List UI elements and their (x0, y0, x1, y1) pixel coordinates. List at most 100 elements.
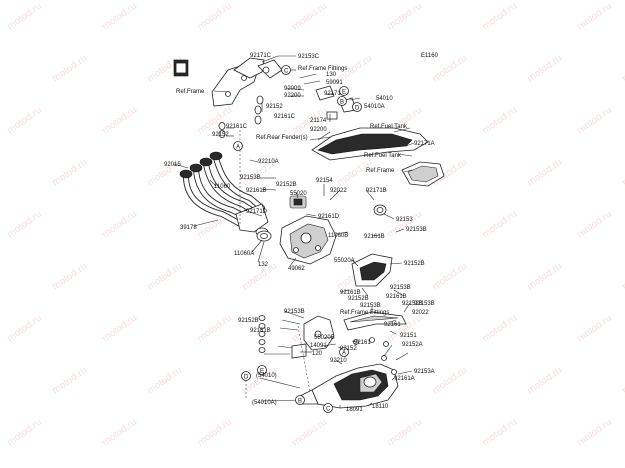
watermark-text: motod.ru (50, 53, 89, 85)
label-92200-a: 92200 (284, 93, 301, 99)
label-55020: 55020 (290, 191, 307, 197)
label-92161-a: 92161 (354, 340, 371, 346)
label-92210A: 92210A (258, 159, 279, 165)
callout-e-top: E (339, 86, 349, 96)
label-92161B-a: 92161B (246, 188, 267, 194)
label-92153C: 92153C (298, 54, 320, 60)
watermark-text: motod.ru (145, 261, 184, 293)
watermark-text: motod.ru (290, 1, 329, 33)
watermark-text: motod.ru (620, 365, 625, 397)
label-54010A-paren: (54010A) (252, 400, 277, 406)
watermark-text: motod.ru (620, 261, 625, 293)
label-55020A: 55020A (334, 258, 355, 264)
part-labels: 92171C 92153C Ref.Frame Fittings 130 590… (164, 53, 435, 413)
label-92171A: 92171A (414, 141, 435, 147)
heat-shield-cover (311, 127, 445, 187)
watermark-text: motod.ru (480, 1, 519, 33)
label-92153A: 92153A (414, 369, 435, 375)
label-92200-b: 92200 (310, 127, 327, 133)
svg-text:E: E (260, 369, 264, 375)
label-92161B-b: 92161B (364, 234, 385, 240)
label-92171D: 92171D (246, 209, 268, 215)
label-92153B-d: 92153B (360, 303, 381, 309)
callout-c-top: C (281, 65, 291, 75)
watermark-text: motod.ru (525, 53, 564, 85)
label-54010: 54010 (376, 96, 393, 102)
label-ref-frame-fittings-top: Ref.Frame Fittings (298, 66, 347, 72)
watermark-text: motod.ru (480, 209, 519, 241)
callout-b-lower: B (295, 395, 305, 405)
label-92171B: 92171B (366, 188, 387, 194)
exhaust-headers (179, 151, 269, 237)
svg-text:B: B (298, 399, 302, 405)
label-92171C: 92171C (250, 53, 272, 59)
watermark-text: motod.ru (575, 1, 614, 33)
label-92161B-d: 92161B (386, 294, 407, 300)
label-92210: 92210 (330, 358, 347, 364)
label-92153-a: 92153 (396, 217, 413, 223)
label-92152B-b: 92152B (404, 261, 425, 267)
label-92153B-c: 92153B (390, 285, 411, 291)
label-92161A: 92161A (394, 376, 415, 382)
label-55020B: 55020B (314, 335, 335, 341)
callout-a-lower: A (339, 347, 349, 357)
label-92161C-b: 92161C (226, 124, 248, 130)
label-ref-fuel-tank-b: Ref.Fuel Tank (364, 153, 402, 159)
label-ref-fuel-tank-a: Ref.Fuel Tank (370, 124, 408, 130)
watermark-text: motod.ru (100, 105, 139, 137)
label-49062: 49062 (288, 266, 305, 272)
callout-e-lower: E (257, 365, 267, 375)
lower-mount-plate (291, 315, 335, 359)
watermark-text: motod.ru (620, 157, 625, 189)
watermark-text: motod.ru (195, 313, 234, 345)
label-54010A: 54010A (364, 104, 385, 110)
watermark-text: motod.ru (575, 105, 614, 137)
label-ref-frame-right: Ref.Frame (366, 168, 395, 174)
label-92161D: 92161D (318, 214, 340, 220)
label-59091: 59091 (326, 80, 343, 86)
svg-text:B: B (340, 100, 344, 106)
label-92153B-b: 92153B (406, 227, 427, 233)
label-14091: 14091 (310, 343, 327, 349)
watermark-text: motod.ru (290, 417, 329, 449)
label-92015: 92015 (164, 162, 181, 168)
watermark-text: motod.ru (385, 209, 424, 241)
label-130-top: 130 (326, 72, 337, 78)
label-54010-paren: (54010) (256, 373, 277, 379)
leader-lines (173, 55, 415, 408)
watermark-text: motod.ru (430, 365, 469, 397)
watermark-text: motod.ru (100, 313, 139, 345)
callout-b-top: B (337, 96, 347, 106)
label-120: 120 (312, 351, 323, 357)
top-bracket-assembly (173, 57, 283, 138)
watermark-text: motod.ru (480, 105, 519, 137)
label-92152B-a: 92152B (276, 182, 297, 188)
watermark-text: motod.ru (5, 1, 44, 33)
watermark-text: motod.ru (525, 157, 564, 189)
callouts: A B C D E A B C (233, 65, 362, 413)
watermark-text: motod.ru (575, 417, 614, 449)
svg-text:D: D (244, 375, 249, 381)
svg-text:D: D (355, 106, 360, 112)
watermark-text: motod.ru (100, 417, 139, 449)
label-18110: 18110 (372, 404, 389, 410)
watermark-text: motod.ru (100, 1, 139, 33)
callout-c-lower: C (323, 403, 333, 413)
watermark-text: motod.ru (430, 261, 469, 293)
label-11060A: 11060A (234, 251, 254, 257)
watermark-text: motod.ru (5, 417, 44, 449)
watermark-text: motod.ru (5, 105, 44, 137)
label-92161C-a: 92161C (274, 114, 296, 120)
watermark-text: motod.ru (50, 261, 89, 293)
label-92161B-c: 92161B (340, 290, 361, 296)
label-92171-a: 92171 (324, 91, 341, 97)
watermark-text: motod.ru (50, 365, 89, 397)
label-92152-c: 92152 (340, 346, 357, 352)
watermark-text: motod.ru (480, 313, 519, 345)
watermark-text: motod.ru (50, 157, 89, 189)
label-92151: 92151 (400, 333, 417, 339)
label-92152A: 92152A (402, 342, 423, 348)
callout-d-lower: D (241, 371, 251, 381)
watermark-text: motod.ru (385, 1, 424, 33)
